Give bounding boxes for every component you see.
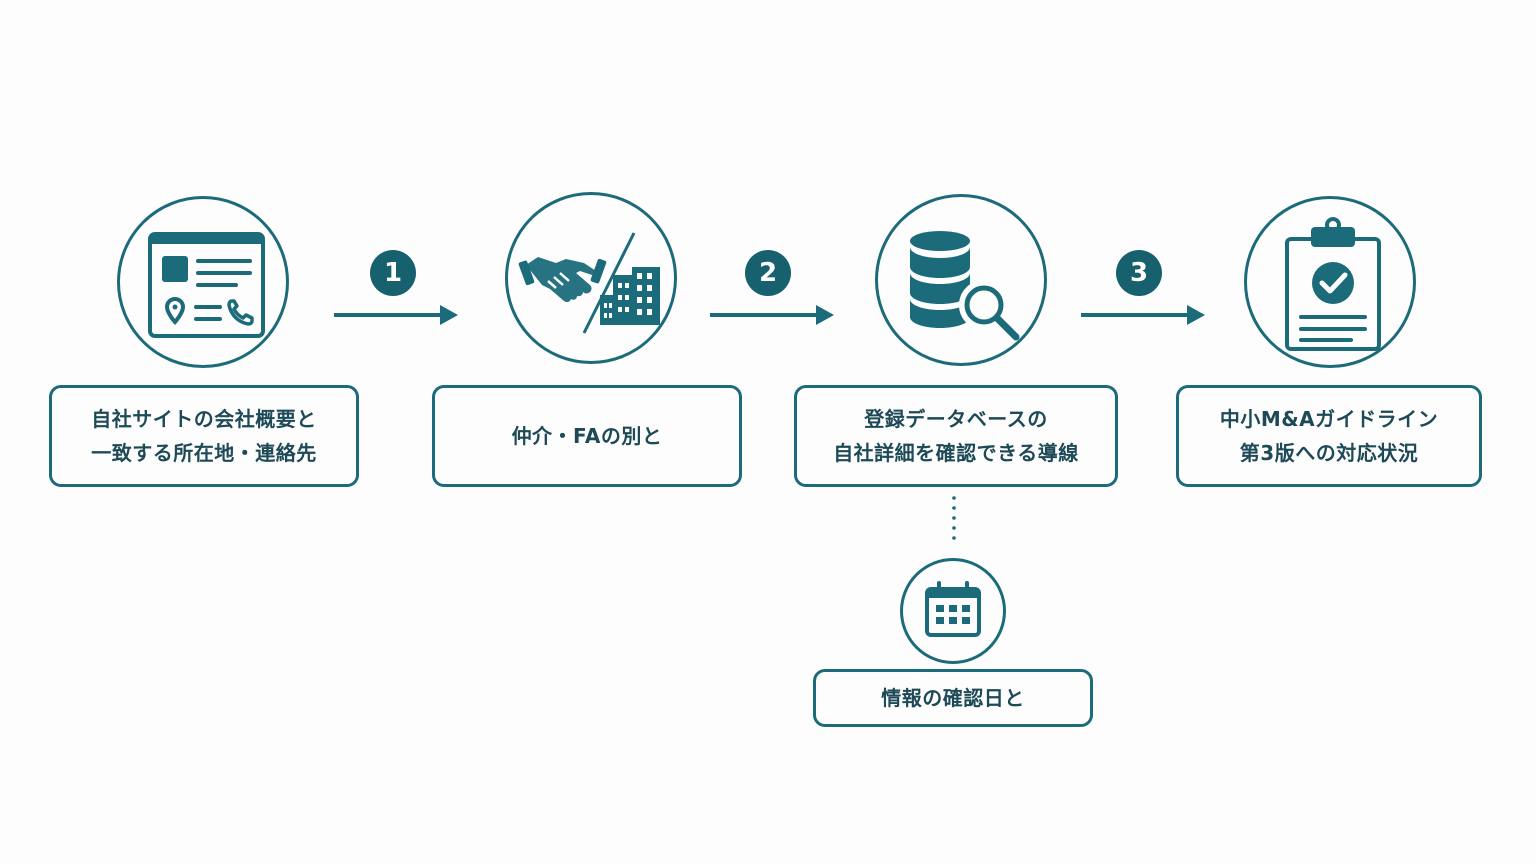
step-2-number-badge: 2 xyxy=(745,250,791,296)
arrow-right-icon xyxy=(334,305,458,325)
step-2-label: 仲介・FAの別と xyxy=(511,424,663,448)
step-3-number-badge: 3 xyxy=(1116,250,1162,296)
dotted-connector xyxy=(952,496,956,540)
step-2-label-box: 仲介・FAの別と xyxy=(432,385,742,487)
step-4-icon-circle xyxy=(1244,196,1416,368)
step-3-label: 登録データベースの 自社詳細を確認できる導線 xyxy=(833,407,1079,465)
database-search-icon xyxy=(910,231,1020,341)
step-1-number-badge: 1 xyxy=(370,250,416,296)
checklist-clipboard-icon xyxy=(1285,217,1381,351)
step-4-label-box: 中小M&Aガイドライン 第3版への対応状況 xyxy=(1176,385,1482,487)
company-profile-card-icon xyxy=(148,232,265,338)
branch-label: 情報の確認日と xyxy=(881,686,1025,710)
step-1-icon-circle xyxy=(117,196,289,368)
arrow-right-icon xyxy=(1081,305,1205,325)
branch-label-box: 情報の確認日と xyxy=(813,669,1093,727)
step-1-label: 自社サイトの会社概要と 一致する所在地・連絡先 xyxy=(91,407,317,465)
calendar-icon xyxy=(925,581,981,637)
step-1-label-box: 自社サイトの会社概要と 一致する所在地・連絡先 xyxy=(49,385,359,487)
step-4-label: 中小M&Aガイドライン 第3版への対応状況 xyxy=(1219,407,1439,465)
step-2-icon-circle xyxy=(505,192,677,364)
step-3-label-box: 登録データベースの 自社詳細を確認できる導線 xyxy=(794,385,1118,487)
handshake-and-building-icon xyxy=(518,232,660,334)
step-3-icon-circle xyxy=(875,194,1047,366)
branch-icon-circle xyxy=(900,558,1006,664)
arrow-right-icon xyxy=(710,305,834,325)
